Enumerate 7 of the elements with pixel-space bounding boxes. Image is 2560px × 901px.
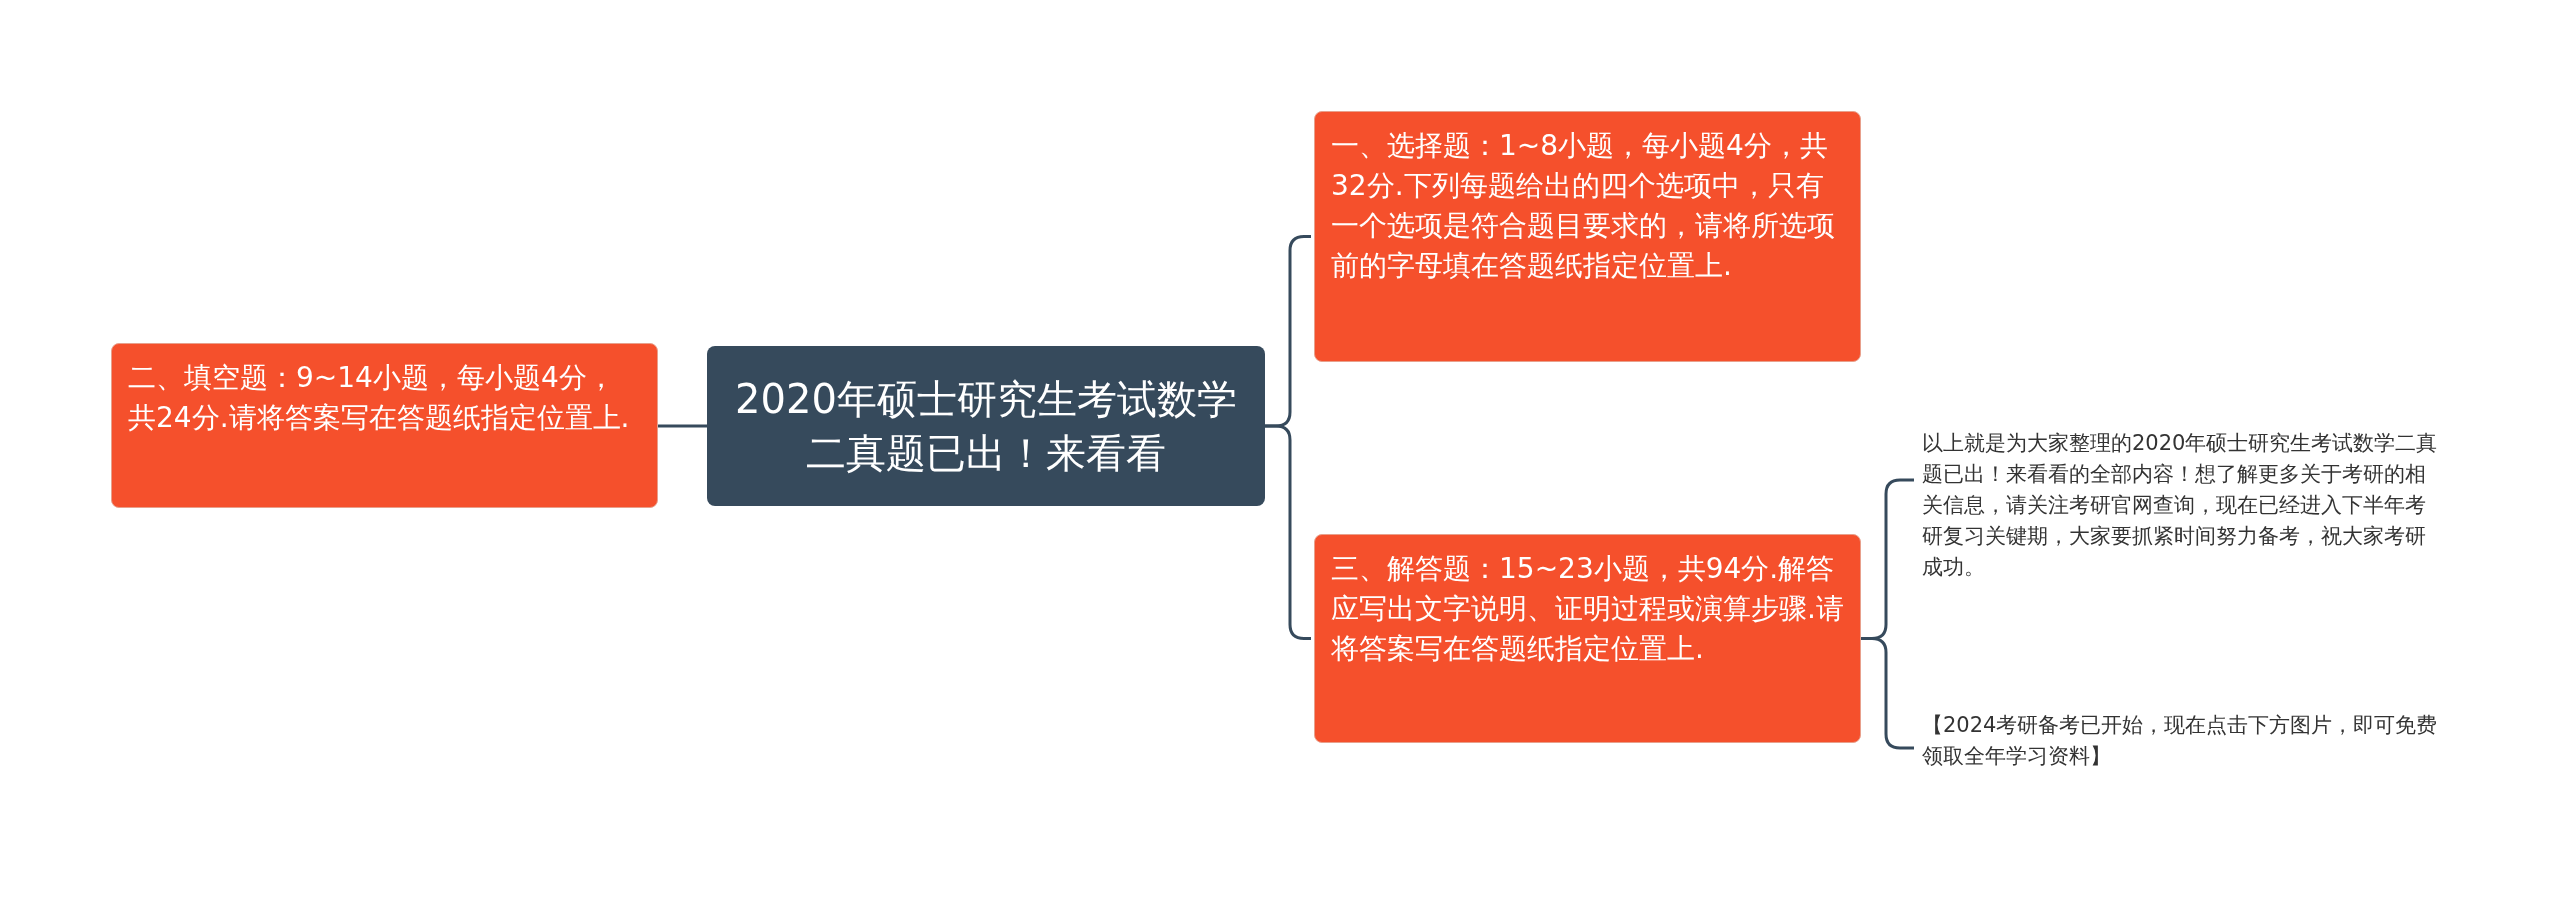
topic-box: 2020年硕士研究生考试数学二真题已出！来看看: [707, 346, 1265, 506]
connector-line: [658, 424, 707, 428]
topic-box: 三、解答题：15~23小题，共94分.解答应写出文字说明、证明过程或演算步骤.请将答案写在答题纸指定位置上.: [1314, 534, 1861, 743]
note-text: 以上就是为大家整理的2020年硕士研究生考试数学二真题已出！来看看的全部内容！想了解更多关于考研的相关信息，请关注考研官网查询，现在已经进入下半年考研复习关键期，大家要抓紧时间努力备考，祝大家考研成功。: [1922, 428, 2444, 583]
note-text: 【2024考研备考已开始，现在点击下方图片，即可免费领取全年学习资料】: [1922, 710, 2442, 772]
topic-box: 一、选择题：1~8小题，每小题4分，共32分.下列每题给出的四个选项中，只有一个选项是符合题目要求的，请将所选项前的字母填在答题纸指定位置上.: [1314, 111, 1861, 362]
topic-box: 二、填空题：9~14小题，每小题4分，共24分.请将答案写在答题纸指定位置上.: [111, 343, 658, 508]
